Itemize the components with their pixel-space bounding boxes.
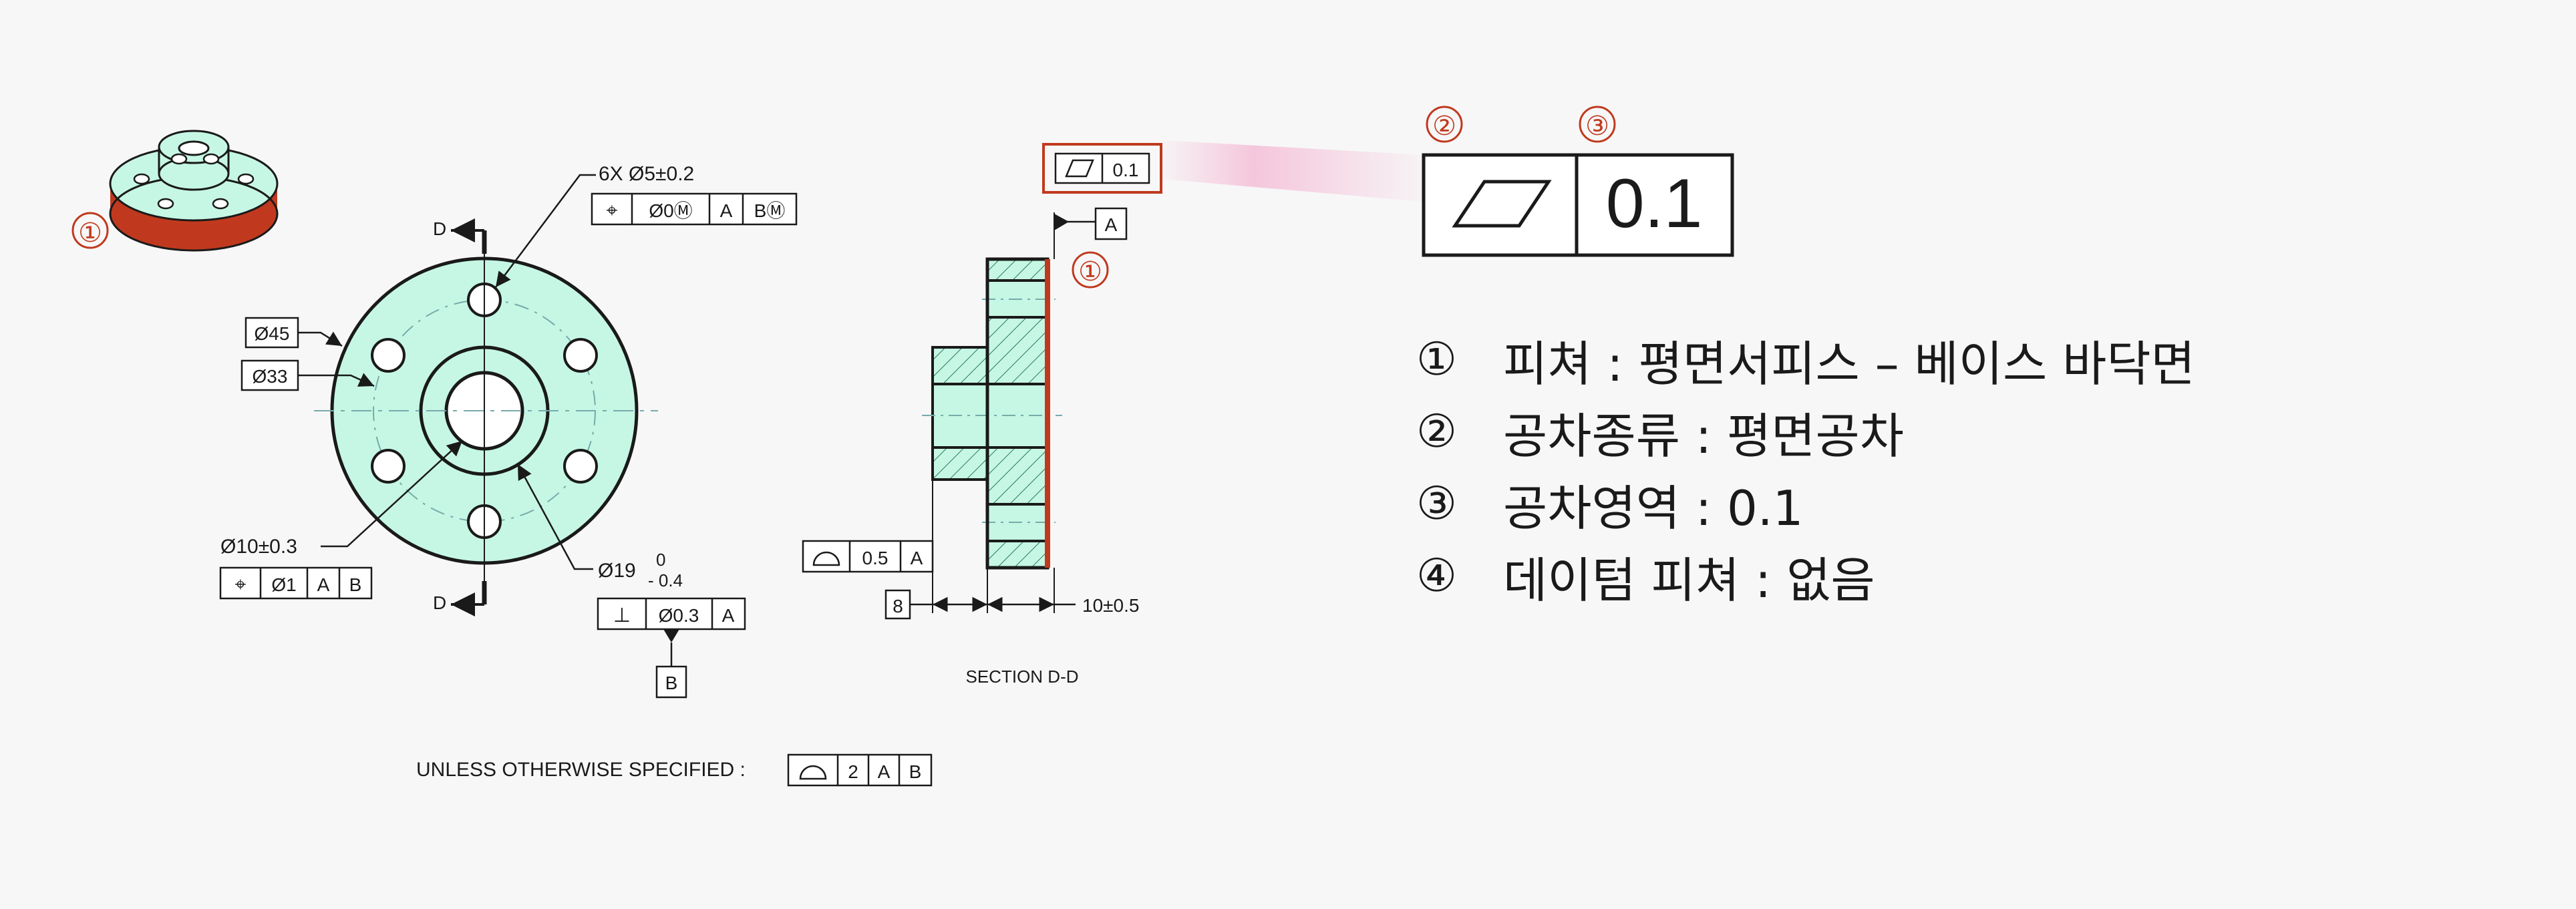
svg-text:0.1: 0.1	[1606, 165, 1703, 242]
svg-text:B: B	[349, 574, 362, 595]
profile-fcf: 0.5 A	[802, 540, 934, 573]
datum-b-marker: B	[655, 629, 687, 699]
bore-fcf: ⌖ Ø1 A B	[219, 566, 373, 600]
legend-num: ③	[1416, 477, 1457, 530]
iso-feature-marker: ①	[71, 212, 109, 249]
svg-text:A: A	[317, 574, 330, 595]
bore-callout: Ø10±0.3	[220, 536, 297, 558]
svg-text:8: 8	[893, 596, 903, 616]
dia-19-tol-lower: - 0.4	[648, 570, 683, 590]
svg-text:①: ①	[78, 218, 102, 248]
legend-item: ② 공차종류 : 평면공차	[1416, 403, 2195, 464]
holes-callout: 6X Ø5±0.2	[599, 163, 694, 185]
front-view	[314, 218, 658, 616]
section-feature-marker: ①	[1072, 251, 1109, 289]
legend-item: ① 피쳐 : 평면서피스 – 베이스 바닥면	[1416, 331, 2195, 392]
legend-text: 피쳐 : 평면서피스 – 베이스 바닥면	[1503, 335, 2195, 392]
dia-33-label: Ø33	[240, 359, 299, 391]
svg-text:⌖: ⌖	[607, 200, 618, 222]
dim-right: 10±0.5	[987, 595, 1139, 616]
legend-item: ④ 데이텀 피쳐 : 없음	[1416, 547, 2195, 608]
dia-19-tol-upper: 0	[656, 550, 665, 570]
svg-text:2: 2	[848, 761, 858, 782]
svg-text:Ø0Ⓜ: Ø0Ⓜ	[649, 200, 692, 221]
legend-num: ②	[1416, 405, 1457, 458]
legend-item: ③ 공차영역 : 0.1	[1416, 475, 2195, 536]
svg-text:A: A	[720, 200, 733, 221]
svg-text:⌖: ⌖	[235, 574, 247, 596]
svg-text:①: ①	[1078, 257, 1102, 287]
dia-45-label: Ø45	[245, 317, 299, 349]
section-title: SECTION D-D	[966, 667, 1079, 687]
svg-text:Ø1: Ø1	[271, 574, 296, 595]
dia-19-label: Ø19	[598, 560, 636, 582]
callout-marker-2: ②	[1426, 106, 1463, 143]
svg-text:0.1: 0.1	[1113, 160, 1139, 180]
svg-text:0.5: 0.5	[862, 548, 889, 568]
svg-text:A: A	[722, 605, 735, 626]
svg-text:Ø33: Ø33	[253, 366, 288, 387]
holes-fcf: ⌖ Ø0Ⓜ A BⓂ	[591, 192, 798, 226]
flatness-icon	[1452, 180, 1552, 228]
dim-left: 8	[884, 589, 987, 620]
legend-num: ④	[1416, 549, 1457, 602]
svg-text:⊥: ⊥	[613, 604, 631, 626]
svg-text:③: ③	[1585, 112, 1609, 141]
svg-text:BⓂ: BⓂ	[754, 200, 786, 221]
legend-text: 공차영역 : 0.1	[1503, 480, 1804, 536]
svg-text:A: A	[878, 761, 891, 782]
isometric-part-icon	[109, 130, 279, 252]
legend: ① 피쳐 : 평면서피스 – 베이스 바닥면 ② 공차종류 : 평면공차 ③ 공…	[1416, 331, 2195, 608]
section-view	[922, 212, 1062, 613]
callout-fcf-large: 0.1	[1422, 153, 1734, 257]
callout-glow	[1162, 140, 1423, 202]
perp-fcf: ⊥ Ø0.3 A	[597, 597, 746, 630]
legend-text: 공차종류 : 평면공차	[1503, 407, 1904, 464]
section-label-top: D	[433, 218, 446, 239]
svg-text:A: A	[911, 548, 923, 568]
legend-num: ①	[1416, 333, 1457, 386]
svg-text:Ø45: Ø45	[255, 323, 290, 344]
legend-text: 데이텀 피쳐 : 없음	[1503, 552, 1875, 608]
svg-text:②: ②	[1432, 112, 1456, 141]
general-note: UNLESS OTHERWISE SPECIFIED :	[416, 759, 746, 781]
svg-text:A: A	[1105, 214, 1118, 235]
general-note-fcf: 2 A B	[787, 753, 933, 787]
section-label-bottom: D	[433, 592, 446, 613]
svg-text:Ø0.3: Ø0.3	[659, 605, 699, 626]
svg-text:B: B	[665, 673, 678, 693]
flatness-fcf-small: 0.1	[1042, 143, 1162, 194]
svg-text:10±0.5: 10±0.5	[1082, 595, 1139, 616]
datum-a-marker: A	[1054, 207, 1128, 240]
callout-marker-3: ③	[1579, 106, 1616, 143]
svg-text:B: B	[909, 761, 922, 782]
